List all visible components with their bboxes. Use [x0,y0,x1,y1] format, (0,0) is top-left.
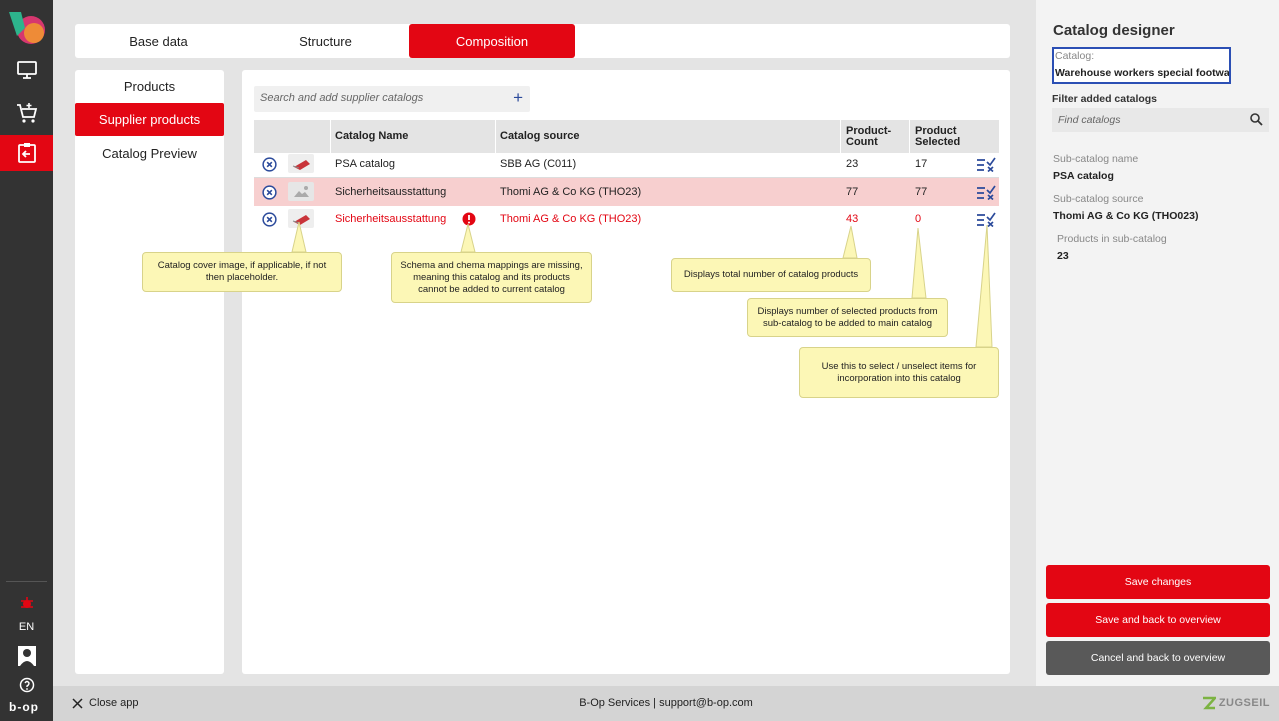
remove-icon[interactable] [262,185,277,200]
tooltip-total-products: Displays total number of catalog product… [671,258,871,292]
tab-structure[interactable]: Structure [299,33,352,49]
subcatalog-source-label: Sub-catalog source [1053,193,1144,205]
remove-icon[interactable] [262,212,277,227]
filter-catalogs-input[interactable]: Find catalogs [1052,108,1269,132]
save-and-back-button[interactable]: Save and back to overview [1046,603,1270,637]
brand-mark: b-op [9,700,39,714]
subcatalog-source-value: Thomi AG & Co KG (THO023) [1053,210,1199,222]
catalog-value: Warehouse workers special footware [1055,67,1231,79]
header-product-count-1[interactable]: Product- [846,125,892,137]
header-product-count-2[interactable]: Count [846,136,878,148]
catalog-placeholder-image [288,182,314,201]
table-row[interactable]: Sicherheitsausstattung Thomi AG & Co KG … [254,207,999,232]
tooltip-cover-image: Catalog cover image, if applicable, if n… [142,252,342,292]
tab-composition[interactable]: Composition [409,24,575,58]
catalog-source: SBB AG (C011) [500,158,577,170]
zugseil-logo: ZUGSEIL [1202,696,1270,710]
table-header: Catalog Name Catalog source Product- Cou… [254,120,999,153]
help-icon[interactable] [0,667,53,703]
header-product-selected-2[interactable]: Selected [915,136,961,148]
cart-add-icon[interactable] [0,95,53,131]
products-in-subcatalog-value: 23 [1057,250,1069,262]
select-items-icon[interactable] [976,157,996,172]
search-icon[interactable] [1250,113,1263,126]
tooltip-select-items: Use this to select / unselect items for … [799,347,999,398]
search-placeholder: Search and add supplier catalogs [260,92,424,104]
select-items-icon[interactable] [976,185,996,200]
catalog-source: Thomi AG & Co KG (THO23) [500,186,642,198]
product-count: 23 [846,158,859,170]
catalog-source: Thomi AG & Co KG (THO23) [500,213,642,225]
subnav-catalog-preview[interactable]: Catalog Preview [102,146,197,161]
close-icon [72,697,83,709]
warning-icon [462,212,476,226]
app-logo [7,8,47,46]
footer-support-text: B-Op Services | support@b-op.com [579,697,753,709]
zugseil-wordmark: ZUGSEIL [1218,697,1270,709]
catalog-cover-image [288,154,314,173]
filter-label: Filter added catalogs [1052,93,1158,105]
product-selected: 77 [915,186,928,198]
catalog-name: Sicherheitsausstattung [335,186,447,198]
monitor-icon[interactable] [0,52,53,88]
tooltip-selected-products: Displays number of selected products fro… [747,298,948,337]
add-icon[interactable]: + [513,88,523,107]
close-app-label: Close app [89,697,139,709]
tooltip-schema-missing: Schema and chema mappings are missing, m… [391,252,592,303]
select-items-icon[interactable] [976,212,996,227]
products-in-subcatalog-label: Products in sub-catalog [1057,233,1167,245]
catalog-name: Sicherheitsausstattung [335,213,447,225]
catalog-cover-image [288,209,314,228]
header-catalog-name[interactable]: Catalog Name [335,130,409,142]
header-product-selected-1[interactable]: Product [915,125,957,137]
header-catalog-source[interactable]: Catalog source [500,130,580,142]
close-app-button[interactable]: Close app [72,697,139,709]
product-count: 43 [846,213,859,225]
user-icon[interactable] [0,638,53,674]
subcatalog-name-label: Sub-catalog name [1053,153,1139,165]
sub-navigation: Products Supplier products Catalog Previ… [75,70,224,674]
rail-divider [6,581,47,582]
cancel-and-back-button[interactable]: Cancel and back to overview [1046,641,1270,675]
catalog-field[interactable]: Catalog: Warehouse workers special footw… [1052,47,1231,84]
footer-bar: Close app B-Op Services | support@b-op.c… [53,686,1279,721]
subcatalog-name-value: PSA catalog [1053,170,1114,182]
subnav-supplier-products[interactable]: Supplier products [75,103,224,136]
tab-base-data[interactable]: Base data [129,33,188,49]
app-rail: EN b-op [0,0,53,721]
catalog-label: Catalog: [1055,50,1095,62]
product-selected: 0 [915,213,922,225]
table-row[interactable]: Sicherheitsausstattung Thomi AG & Co KG … [254,178,999,206]
product-selected: 17 [915,158,928,170]
language-selector[interactable]: EN [18,621,35,633]
remove-icon[interactable] [262,157,277,172]
filter-placeholder: Find catalogs [1058,114,1121,126]
subnav-products[interactable]: Products [123,79,176,94]
catalog-name: PSA catalog [335,158,395,170]
product-count: 77 [846,186,859,198]
bug-icon[interactable] [0,585,53,621]
catalog-back-icon[interactable] [0,135,53,171]
table-row[interactable]: PSA catalog SBB AG (C011) 23 17 [254,152,999,177]
zugseil-mark-icon [1202,696,1216,710]
save-changes-button[interactable]: Save changes [1046,565,1270,599]
top-tabs: Base data Structure Composition [75,24,1010,58]
catalog-designer-panel: Catalog designer Catalog: Warehouse work… [1036,0,1279,686]
panel-title: Catalog designer [1053,22,1175,39]
supplier-catalog-search[interactable]: Search and add supplier catalogs + [254,86,530,112]
